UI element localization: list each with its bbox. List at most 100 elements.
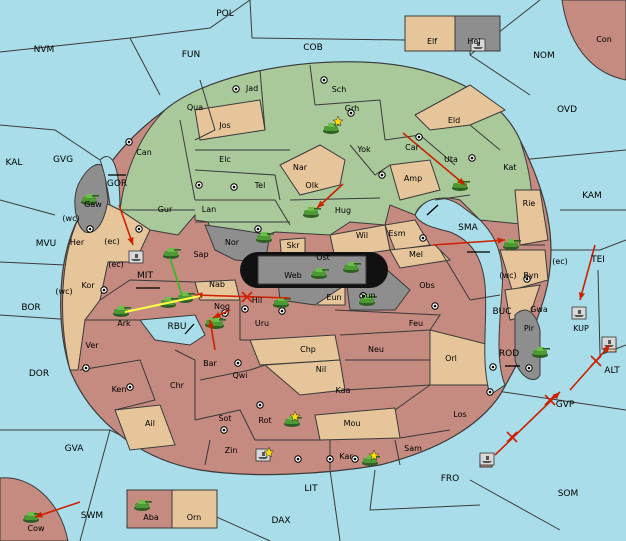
province-label-orn: Orn: [187, 513, 202, 522]
sea-label-rbu: RBU: [167, 322, 186, 332]
supply-center: [241, 305, 249, 313]
sea-border: [0, 261, 66, 266]
star-marker: [263, 446, 275, 458]
province-label-jos: Jos: [218, 121, 230, 130]
province-label-elf: Elf: [427, 37, 437, 46]
province-label-jad: Jad: [245, 84, 258, 93]
province-label-nab: Nab: [209, 280, 225, 289]
channel-rbu[interactable]: [139, 314, 206, 346]
province-label-eld: Eld: [448, 116, 460, 125]
province-label-los: Los: [453, 410, 466, 419]
supply-center: [351, 455, 359, 463]
border-layer: [79, 64, 545, 470]
sea-border: [329, 469, 341, 541]
sea-label-rod: ROD: [499, 349, 519, 359]
sea-label-alt: ALT: [604, 366, 620, 376]
province-border: [344, 384, 431, 391]
order-arrow: [432, 239, 506, 246]
province-border: [339, 329, 431, 336]
province-label-web: Web: [284, 271, 301, 280]
province-border: [399, 429, 451, 439]
province-label-pir: Pir: [524, 324, 535, 333]
province-esm[interactable]: [384, 219, 431, 251]
province-ail[interactable]: [114, 404, 176, 451]
province-border: [469, 124, 501, 151]
province-border: [274, 199, 291, 226]
order-arrowhead: [127, 237, 134, 245]
sea-label-lit: LIT: [304, 484, 318, 494]
province-label-gwa: Gwa: [530, 305, 548, 314]
province-label-amp: Amp: [404, 174, 422, 183]
province-label-kup: KUP: [573, 324, 589, 333]
supply-center: [489, 363, 497, 371]
province-amp[interactable]: [389, 159, 441, 201]
province-label-esm: Esm: [388, 229, 405, 238]
province-label-orl: Orl: [445, 354, 457, 363]
sea-label-mvu: MVU: [36, 239, 57, 249]
province-label-car: Car: [405, 143, 419, 152]
sea-label-gor: GOR: [107, 179, 127, 189]
sea-label-nom: NOM: [533, 51, 555, 61]
province-label-kar: Kar: [339, 452, 353, 461]
sea-label-fun: FUN: [182, 50, 201, 60]
province-label-gaw: Gaw: [84, 200, 102, 209]
supply-center: [486, 388, 494, 396]
province-label-kat: Kat: [503, 163, 516, 172]
order-arrow: [569, 344, 611, 391]
order-arrow: [34, 501, 81, 518]
fleet-unit[interactable]: [479, 452, 495, 466]
failed-order-x: [506, 431, 518, 443]
province-border: [394, 439, 401, 466]
province-border: [204, 439, 211, 466]
coast-tag: (ec): [104, 237, 120, 246]
province-elf[interactable]: [404, 15, 456, 52]
province-label-sch: Sch: [332, 85, 347, 94]
province-byn[interactable]: [499, 249, 549, 291]
order-arrow: [402, 132, 466, 186]
province-border: [349, 144, 391, 176]
province-label-aba: Aba: [143, 513, 159, 522]
province-label-mel: Mel: [409, 250, 423, 259]
province-border: [259, 69, 266, 131]
province-mel[interactable]: [389, 244, 452, 269]
province-rie[interactable]: [514, 189, 549, 246]
province-orn[interactable]: [171, 489, 218, 529]
province-pir[interactable]: [514, 309, 541, 380]
province-eld[interactable]: [414, 84, 507, 131]
supply-center: [86, 225, 94, 233]
supply-center: [294, 455, 302, 463]
province-label-ark: Ark: [117, 319, 131, 328]
province-label-hil: Hil: [252, 296, 262, 305]
supply-center: [419, 234, 427, 242]
sea-border: [249, 0, 406, 41]
fleet-unit[interactable]: [571, 306, 587, 320]
coast-tag: (wc): [62, 214, 79, 223]
province-label-sam: Sam: [404, 444, 422, 453]
province-border: [194, 169, 281, 201]
supply-center: [256, 401, 264, 409]
supply-center: [415, 133, 423, 141]
sea-label-cob: COB: [303, 43, 323, 53]
supply-center: [320, 76, 328, 84]
province-border: [434, 194, 471, 201]
sea-label-tei: TEI: [590, 255, 605, 265]
coast-tag: (ec): [108, 260, 124, 269]
channel-sma[interactable]: [414, 197, 506, 396]
province-label-hug: Hug: [335, 206, 351, 215]
star-marker: [368, 449, 380, 461]
province-nar[interactable]: [279, 144, 346, 196]
sea-border: [540, 239, 626, 251]
sea-label-sma: SMA: [458, 223, 478, 233]
sea-border: [369, 469, 481, 511]
star-marker: [332, 115, 344, 127]
sea-label-kam: KAM: [582, 191, 602, 201]
sea-label-gvg: GVG: [53, 155, 73, 165]
fleet-unit[interactable]: [128, 250, 144, 264]
province-border: [394, 384, 431, 411]
supply-center: [278, 307, 286, 315]
sea-border: [0, 0, 251, 53]
province-border: [179, 119, 196, 201]
sea-label-nvm: NVM: [34, 45, 55, 55]
